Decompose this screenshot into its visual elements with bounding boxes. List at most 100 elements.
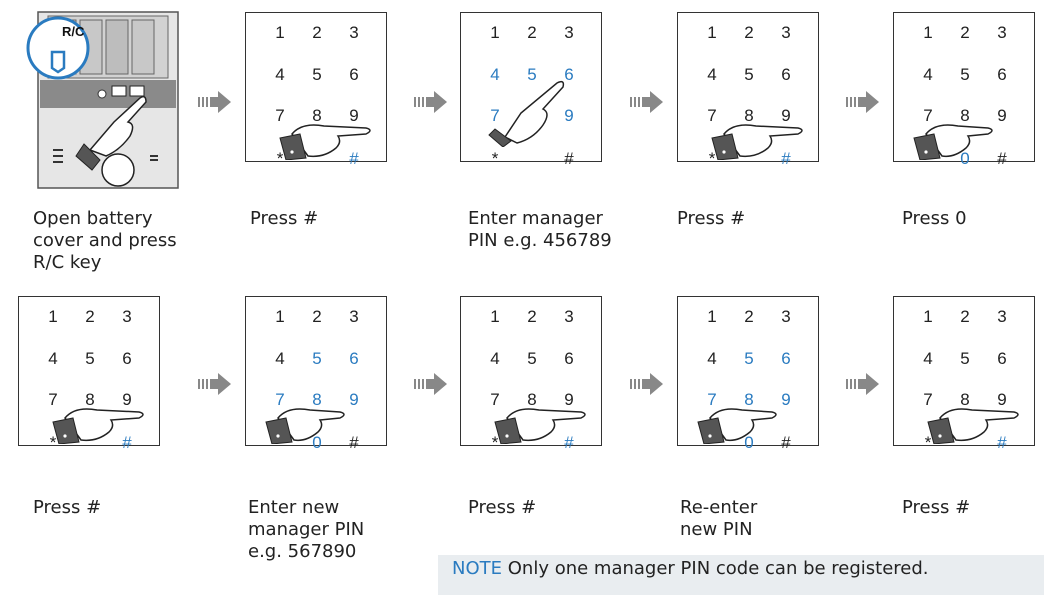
- caption-line: R/C key: [33, 252, 102, 273]
- key-7: 7: [48, 390, 58, 409]
- key-4: 4: [490, 65, 500, 84]
- key-8: 8: [312, 106, 322, 125]
- step-2-caption: Press #: [250, 208, 318, 230]
- caption-line: cover and press: [33, 230, 177, 251]
- key-3: 3: [997, 307, 1007, 326]
- step-3-caption: Enter manager PIN e.g. 456789: [468, 208, 612, 252]
- next-step-arrow-icon: [630, 90, 664, 114]
- key-9: 9: [564, 390, 574, 409]
- key-4: 4: [707, 349, 717, 368]
- next-step-arrow-icon: [630, 372, 664, 396]
- key-3: 3: [781, 307, 791, 326]
- next-step-arrow-icon: [414, 372, 448, 396]
- note-text: Only one manager PIN code can be registe…: [502, 558, 929, 579]
- key-3: 3: [997, 23, 1007, 42]
- note-label: NOTE: [452, 558, 503, 579]
- key-2: 2: [312, 23, 322, 42]
- key-5: 5: [312, 349, 322, 368]
- step-5-caption: Press 0: [902, 208, 967, 230]
- key-6: 6: [997, 349, 1007, 368]
- key-5: 5: [960, 349, 970, 368]
- step-1-device-illustration: R/C: [18, 10, 182, 192]
- caption-line: Enter new: [248, 497, 340, 518]
- key-2: 2: [744, 23, 754, 42]
- key-4: 4: [490, 349, 500, 368]
- key-8: 8: [312, 390, 322, 409]
- key-4: 4: [923, 65, 933, 84]
- key-4: 4: [48, 349, 58, 368]
- caption-line: Open battery: [33, 208, 153, 229]
- key-9: 9: [349, 390, 359, 409]
- key-8: 8: [744, 390, 754, 409]
- key-2: 2: [527, 307, 537, 326]
- key-6: 6: [564, 349, 574, 368]
- key-0: 0: [744, 433, 754, 452]
- key-5: 5: [960, 65, 970, 84]
- key-9: 9: [781, 390, 791, 409]
- step-9-caption: Re-enter new PIN: [680, 497, 757, 541]
- key-hash: #: [997, 149, 1007, 168]
- key-1: 1: [707, 307, 717, 326]
- key-0: 0: [312, 433, 322, 452]
- next-step-arrow-icon: [414, 90, 448, 114]
- key-3: 3: [564, 23, 574, 42]
- key-2: 2: [527, 23, 537, 42]
- key-4: 4: [923, 349, 933, 368]
- key-9: 9: [781, 106, 791, 125]
- step-1-caption: Open battery cover and press R/C key: [33, 208, 177, 274]
- key-7: 7: [275, 106, 285, 125]
- key-hash: #: [997, 433, 1007, 452]
- key-star: *: [924, 433, 932, 452]
- key-6: 6: [349, 65, 359, 84]
- key-hash: #: [781, 149, 791, 168]
- key-7: 7: [707, 390, 717, 409]
- key-6: 6: [349, 349, 359, 368]
- key-6: 6: [781, 65, 791, 84]
- step-6-caption: Press #: [33, 497, 101, 519]
- key-5: 5: [527, 65, 537, 84]
- step-7-caption: Enter new manager PIN e.g. 567890: [248, 497, 364, 563]
- key-star: *: [708, 433, 716, 452]
- key-hash: #: [564, 149, 574, 168]
- key-3: 3: [781, 23, 791, 42]
- key-9: 9: [997, 390, 1007, 409]
- key-star: *: [491, 149, 499, 168]
- step-10-caption: Press #: [902, 497, 970, 519]
- caption-line: manager PIN: [248, 519, 365, 540]
- key-2: 2: [312, 307, 322, 326]
- key-hash: #: [349, 433, 359, 452]
- key-9: 9: [997, 106, 1007, 125]
- key-3: 3: [122, 307, 132, 326]
- key-8: 8: [527, 390, 537, 409]
- key-star: *: [708, 149, 716, 168]
- key-8: 8: [960, 106, 970, 125]
- key-5: 5: [744, 349, 754, 368]
- key-1: 1: [923, 23, 933, 42]
- key-1: 1: [48, 307, 58, 326]
- key-3: 3: [349, 307, 359, 326]
- key-7: 7: [275, 390, 285, 409]
- caption-line: Re-enter: [680, 497, 758, 518]
- key-hash: #: [564, 433, 574, 452]
- caption-line: new PIN: [680, 519, 753, 540]
- caption-line: PIN e.g. 456789: [468, 230, 612, 251]
- caption-line: e.g. 567890: [248, 541, 357, 562]
- key-star: *: [924, 149, 932, 168]
- key-2: 2: [960, 307, 970, 326]
- key-hash: #: [349, 149, 359, 168]
- key-9: 9: [122, 390, 132, 409]
- next-step-arrow-icon: [198, 90, 232, 114]
- caption-line: Press 0: [902, 208, 967, 229]
- note-box: NOTE Only one manager PIN code can be re…: [438, 555, 1044, 595]
- caption-line: Enter manager: [468, 208, 603, 229]
- key-1: 1: [275, 23, 285, 42]
- key-7: 7: [490, 106, 500, 125]
- step-4-caption: Press #: [677, 208, 745, 230]
